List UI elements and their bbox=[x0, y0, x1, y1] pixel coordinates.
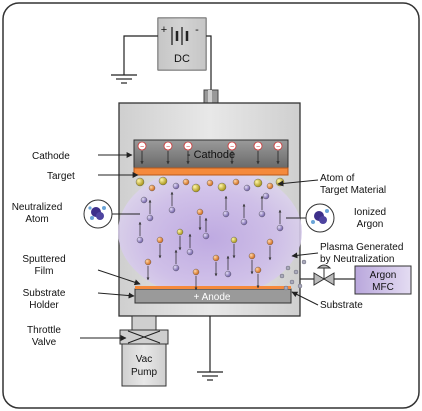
ionized-argon-label-1: Ionized bbox=[354, 207, 386, 218]
target-atom bbox=[182, 178, 190, 186]
plasma-particle bbox=[186, 233, 194, 256]
ion-sign: − bbox=[140, 144, 144, 151]
vac-pump-label-1: Vac bbox=[136, 354, 153, 365]
dc-power-supply: + - DC bbox=[157, 17, 207, 71]
plasma-particle bbox=[248, 252, 256, 275]
plasma-particle bbox=[168, 191, 176, 214]
atom-of-target-label-1: Atom of bbox=[320, 173, 355, 184]
cathode-plate bbox=[133, 139, 289, 169]
ion-sign: − bbox=[256, 144, 260, 151]
anode-ground bbox=[197, 316, 223, 381]
target-plate bbox=[133, 167, 289, 176]
plasma-particle bbox=[136, 221, 144, 244]
cathode-plate-label: - Cathode bbox=[187, 149, 235, 161]
target-atom bbox=[243, 184, 251, 192]
plasma-particle bbox=[254, 266, 262, 289]
ion-sign: − bbox=[276, 144, 280, 151]
plasma-particle bbox=[266, 238, 274, 261]
target-atom bbox=[140, 196, 148, 204]
ion-sign: − bbox=[230, 144, 234, 151]
neutralized-atom-label-2: Atom bbox=[25, 214, 48, 225]
plasma-particle bbox=[156, 236, 164, 259]
sputtered-film-label-2: Film bbox=[35, 266, 54, 277]
plasma-particle bbox=[202, 217, 210, 240]
plasma-particle bbox=[258, 195, 266, 218]
dc-wiring bbox=[111, 35, 212, 90]
plasma-particle bbox=[240, 203, 248, 226]
sputtered-film-layer bbox=[135, 286, 291, 289]
cathode-ion: − bbox=[163, 141, 173, 165]
cathode-ion-group: −−−−−− bbox=[137, 141, 283, 165]
substrate-holder-label-2: Holder bbox=[29, 300, 59, 311]
target-atom bbox=[135, 177, 145, 187]
throttle-valve bbox=[119, 315, 169, 345]
ion-sign: − bbox=[166, 144, 170, 151]
cathode-ion: − bbox=[253, 141, 263, 165]
ionized-argon-callout bbox=[286, 203, 335, 233]
target-atom bbox=[191, 183, 201, 193]
dc-label: DC bbox=[174, 53, 190, 65]
plasma-glow bbox=[118, 166, 302, 298]
plasma-particle bbox=[172, 249, 180, 272]
argon-gas-dots bbox=[279, 259, 307, 291]
substrate-holder-label-1: Substrate bbox=[23, 288, 66, 299]
atom-of-target-label-2: Target Material bbox=[320, 185, 386, 196]
neutralized-atom-callout bbox=[83, 199, 140, 229]
throttle-valve-label-2: Valve bbox=[32, 337, 57, 348]
argon-mfc: Argon MFC bbox=[300, 264, 412, 295]
target-atom bbox=[217, 182, 227, 192]
plasma-particle bbox=[146, 199, 154, 222]
target-label: Target bbox=[47, 171, 75, 182]
plasma-particle bbox=[230, 236, 238, 259]
plasma-particle bbox=[192, 268, 200, 291]
substrate-label: Substrate bbox=[320, 300, 363, 311]
vac-pump-label-2: Pump bbox=[131, 367, 158, 378]
throttle-valve-label-1: Throttle bbox=[27, 325, 61, 336]
plasma-particle bbox=[224, 255, 232, 278]
anode-plate-label: + Anode bbox=[194, 292, 231, 303]
argon-mfc-label-2: MFC bbox=[372, 282, 394, 293]
target-atom bbox=[232, 178, 240, 186]
ion-sign: − bbox=[186, 144, 190, 151]
plasma-particle bbox=[144, 258, 152, 281]
target-atom bbox=[172, 182, 180, 190]
leader-lines bbox=[80, 152, 319, 341]
dc-minus: - bbox=[195, 24, 199, 36]
plasma-particle bbox=[176, 228, 184, 251]
target-atom bbox=[158, 176, 168, 186]
vac-pump: Vac Pump bbox=[121, 343, 167, 387]
target-atom-group bbox=[135, 176, 285, 204]
target-atom bbox=[266, 182, 274, 190]
plasma-particle bbox=[222, 195, 230, 218]
cathode-label: Cathode bbox=[32, 151, 70, 162]
sputtered-film-label-1: Sputtered bbox=[22, 254, 65, 265]
cathode-ion: − bbox=[183, 141, 193, 165]
cathode-ion: − bbox=[273, 141, 283, 165]
target-atom bbox=[275, 177, 285, 187]
neutralized-atom-label-1: Neutralized bbox=[12, 202, 63, 213]
target-atom bbox=[253, 178, 263, 188]
cathode-ion: − bbox=[227, 141, 237, 165]
argon-mfc-label-1: Argon bbox=[370, 270, 397, 281]
target-atom bbox=[148, 184, 156, 192]
target-atom bbox=[262, 192, 270, 200]
cathode-ion: − bbox=[137, 141, 147, 165]
dc-plus: + bbox=[161, 24, 167, 36]
plasma-particle bbox=[196, 208, 204, 231]
target-atom bbox=[206, 179, 214, 187]
plasma-particle bbox=[212, 254, 220, 277]
ionized-argon-label-2: Argon bbox=[357, 219, 384, 230]
plasma-label-1: Plasma Generated bbox=[320, 242, 403, 253]
plasma-particle bbox=[276, 209, 284, 232]
plasma-particle-group bbox=[136, 191, 284, 291]
plasma-label-2: by Neutralization bbox=[320, 254, 394, 265]
